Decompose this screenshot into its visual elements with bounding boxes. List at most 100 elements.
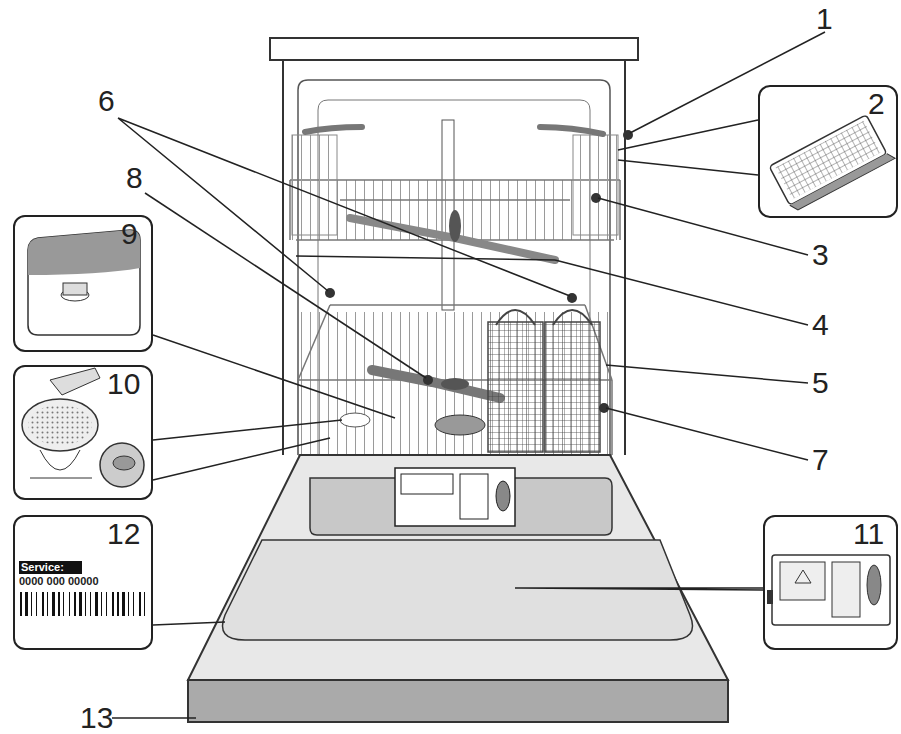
barcode-bar: [101, 592, 102, 616]
rinse-aid-cap: [867, 565, 881, 605]
inset-box: 10: [13, 365, 153, 500]
barcode-bar: [117, 592, 119, 616]
tray-side: [790, 151, 895, 212]
barcode-bar: [139, 592, 141, 616]
barcode-bar: [52, 592, 55, 616]
barcode-bar: [79, 592, 82, 616]
worktop: [270, 38, 638, 60]
inset-box: 12Service: 0000 000 00000: [13, 515, 153, 650]
door: [188, 455, 728, 680]
barcode-bar: [106, 592, 107, 616]
callout-number: 5: [812, 368, 829, 398]
door-front: [188, 680, 728, 722]
door-inner-panel: [223, 540, 693, 640]
dispenser-lid: [780, 562, 825, 600]
leader-line: [153, 420, 342, 480]
barcode-bar: [112, 592, 114, 616]
callout-number: 13: [80, 703, 113, 733]
leader-line: [153, 335, 395, 418]
cutlery-basket: [488, 322, 543, 452]
leader-line: [618, 120, 758, 175]
leader-line: [118, 118, 570, 296]
leader-line: [112, 717, 196, 719]
dispenser-latch: [767, 590, 773, 604]
barcode-bar: [122, 592, 125, 616]
dispenser-lid: [401, 474, 453, 494]
lower-rack-wires: [300, 312, 610, 457]
callout-number: 2: [868, 89, 885, 119]
service-label: Service:: [19, 561, 82, 574]
basket-handle: [496, 310, 592, 325]
callout-number: 4: [812, 310, 829, 340]
salt-cap-gear: [100, 443, 144, 487]
dispenser-lid: [832, 562, 860, 617]
callout-number: 10: [107, 369, 140, 399]
salt-inlet: [30, 450, 92, 478]
inset-box: 9: [13, 215, 153, 352]
leader-line: [515, 588, 763, 590]
barcode-bar: [85, 592, 86, 616]
callout-number: 3: [812, 240, 829, 270]
filter: [435, 415, 485, 435]
leader-line: [153, 622, 225, 625]
salt-funnel: [22, 399, 98, 451]
cup-shelf: [292, 135, 337, 235]
leader-line: [630, 32, 825, 133]
cup-shelf: [573, 135, 618, 235]
leader-line: [598, 198, 808, 255]
salt-cap: [340, 413, 370, 427]
shelf-handle: [540, 127, 603, 134]
leader-line: [296, 256, 808, 325]
spray-arm-hub: [449, 210, 461, 242]
lower-rack: [298, 305, 612, 455]
dispenser-symbol: [795, 570, 811, 583]
barcode-bar: [74, 592, 76, 616]
barcode-bar: [69, 592, 70, 616]
barcode-bar: [25, 592, 28, 616]
barcode-bar: [133, 592, 134, 616]
callout-number: 12: [107, 519, 140, 549]
barcode-bar: [128, 592, 129, 616]
callout-number: 9: [121, 219, 138, 249]
detergent-dispenser: [395, 468, 515, 526]
lower-spray-arm: [372, 370, 500, 398]
barcode: [20, 592, 145, 616]
salt-pack: [50, 368, 100, 395]
barcode-bar: [36, 592, 37, 616]
callout-number: 11: [853, 519, 884, 549]
callout-number: 1: [816, 4, 833, 34]
callout-dot: [567, 293, 577, 303]
salt-cap-top: [113, 456, 135, 470]
leader-line: [145, 193, 426, 378]
barcode-bar: [63, 592, 64, 616]
inset-cap: [63, 283, 87, 295]
leader-line: [606, 408, 808, 460]
barcode-bar: [20, 592, 22, 616]
shelf-handle: [305, 127, 362, 132]
callout-number: 6: [98, 86, 115, 116]
leader-line: [606, 365, 808, 383]
barcode-bar: [95, 592, 98, 616]
cutlery-basket: [545, 322, 600, 452]
barcode-bar: [42, 592, 44, 616]
tray-inset: [769, 112, 895, 212]
spray-arm-hub: [441, 378, 469, 390]
barcode-bar: [58, 592, 60, 616]
barcode-bar: [144, 592, 145, 616]
barcode-bar: [47, 592, 48, 616]
service-label: 0000 000 00000: [19, 576, 99, 587]
dispenser-inset: [772, 555, 890, 625]
callout-dots: [325, 130, 633, 413]
callout-number: 8: [126, 163, 143, 193]
inset-box: 11: [763, 515, 898, 650]
dispenser-lid: [460, 474, 488, 519]
barcode-bar: [90, 592, 91, 616]
inset-box: 2: [758, 85, 898, 218]
salt-grains: [28, 405, 92, 445]
leader-lines: [112, 32, 825, 718]
barcode-bar: [31, 592, 32, 616]
rinse-aid-cap: [496, 481, 510, 511]
callout-number: 7: [812, 445, 829, 475]
